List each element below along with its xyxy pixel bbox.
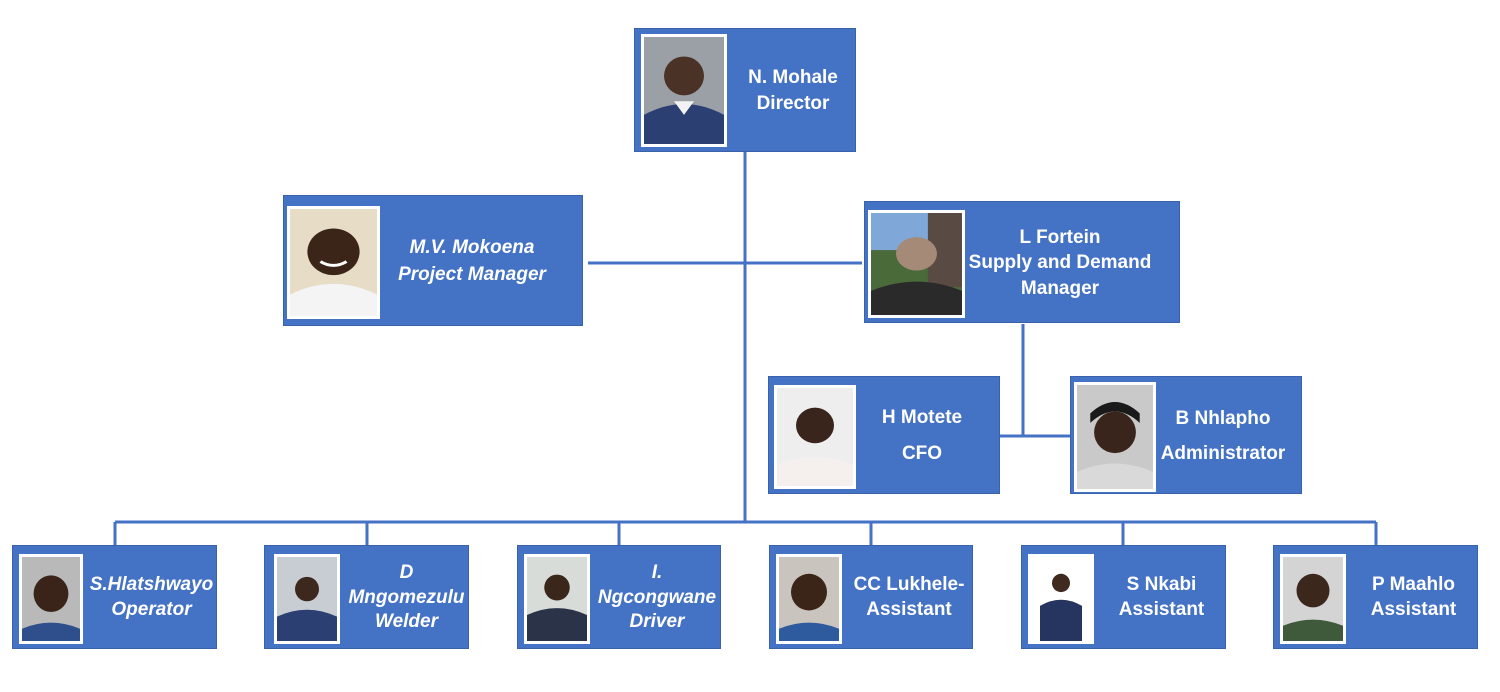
welder-line2: Mngomezulu xyxy=(348,586,465,608)
maahlo-line2: Assistant xyxy=(1370,599,1457,620)
nkabi-line1: S Nkabi xyxy=(1126,574,1197,596)
project-manager-label: M.V. Mokoena Project Manager xyxy=(382,196,562,327)
administrator-name: B Nhlapho xyxy=(1175,407,1271,429)
cfo-node: H Motete CFO xyxy=(768,376,1000,494)
nkabi-label: S Nkabi Assistant xyxy=(1096,546,1227,650)
supply-manager-label: L Fortein Supply and Demand Manager xyxy=(965,202,1155,324)
operator-line1: S.Hlatshwayo xyxy=(89,574,214,596)
operator-photo xyxy=(19,554,83,644)
director-label: N. Mohale Director xyxy=(729,29,857,153)
administrator-label: B Nhlapho Administrator xyxy=(1155,377,1291,495)
lukhele-photo xyxy=(776,554,842,644)
supply-manager-photo xyxy=(868,210,965,318)
welder-line1: D xyxy=(399,561,414,583)
nkabi-line2: Assistant xyxy=(1118,599,1205,620)
cfo-photo xyxy=(774,385,856,489)
lukhele-label: CC Lukhele- Assistant xyxy=(844,546,974,650)
staff-node-assistant-maahlo: P Maahlo Assistant xyxy=(1273,545,1478,649)
administrator-node: B Nhlapho Administrator xyxy=(1070,376,1302,494)
administrator-photo xyxy=(1074,382,1156,492)
director-name: N. Mohale xyxy=(748,66,838,88)
welder-label: D Mngomezulu Welder xyxy=(343,546,470,650)
staff-node-assistant-nkabi: S Nkabi Assistant xyxy=(1021,545,1226,649)
welder-line3: Welder xyxy=(374,611,438,633)
lukhele-line1: CC Lukhele- xyxy=(853,574,965,596)
maahlo-line1: P Maahlo xyxy=(1371,574,1456,596)
driver-line2: Ngcongwane xyxy=(597,586,717,608)
nkabi-photo xyxy=(1028,554,1094,644)
maahlo-label: P Maahlo Assistant xyxy=(1348,546,1479,650)
driver-line1: I. xyxy=(651,561,663,583)
cfo-role: CFO xyxy=(901,443,943,464)
director-role: Director xyxy=(756,93,830,114)
welder-photo xyxy=(274,554,340,644)
supply-manager-role-line1: Supply and Demand xyxy=(968,252,1152,274)
cfo-label: H Motete CFO xyxy=(859,377,985,495)
supply-manager-node: L Fortein Supply and Demand Manager xyxy=(864,201,1180,323)
director-photo xyxy=(641,34,727,147)
driver-photo xyxy=(524,554,590,644)
driver-line3: Driver xyxy=(629,611,685,633)
supply-manager-name: L Fortein xyxy=(1019,226,1101,248)
project-manager-name: M.V. Mokoena xyxy=(409,237,535,259)
project-manager-photo xyxy=(287,206,380,319)
operator-line2: Operator xyxy=(111,599,192,620)
staff-node-welder: D Mngomezulu Welder xyxy=(264,545,469,649)
project-manager-node: M.V. Mokoena Project Manager xyxy=(283,195,583,326)
cfo-name: H Motete xyxy=(881,406,963,428)
director-node: N. Mohale Director xyxy=(634,28,856,152)
maahlo-photo xyxy=(1280,554,1346,644)
supply-manager-role-line2: Manager xyxy=(1020,277,1100,299)
operator-label: S.Hlatshwayo Operator xyxy=(85,546,218,650)
staff-node-assistant-lukhele: CC Lukhele- Assistant xyxy=(769,545,973,649)
driver-label: I. Ngcongwane Driver xyxy=(592,546,722,650)
lukhele-line2: Assistant xyxy=(866,599,952,620)
project-manager-role: Project Manager xyxy=(398,263,546,285)
staff-node-operator: S.Hlatshwayo Operator xyxy=(12,545,217,649)
staff-node-driver: I. Ngcongwane Driver xyxy=(517,545,721,649)
administrator-role: Administrator xyxy=(1160,443,1286,464)
